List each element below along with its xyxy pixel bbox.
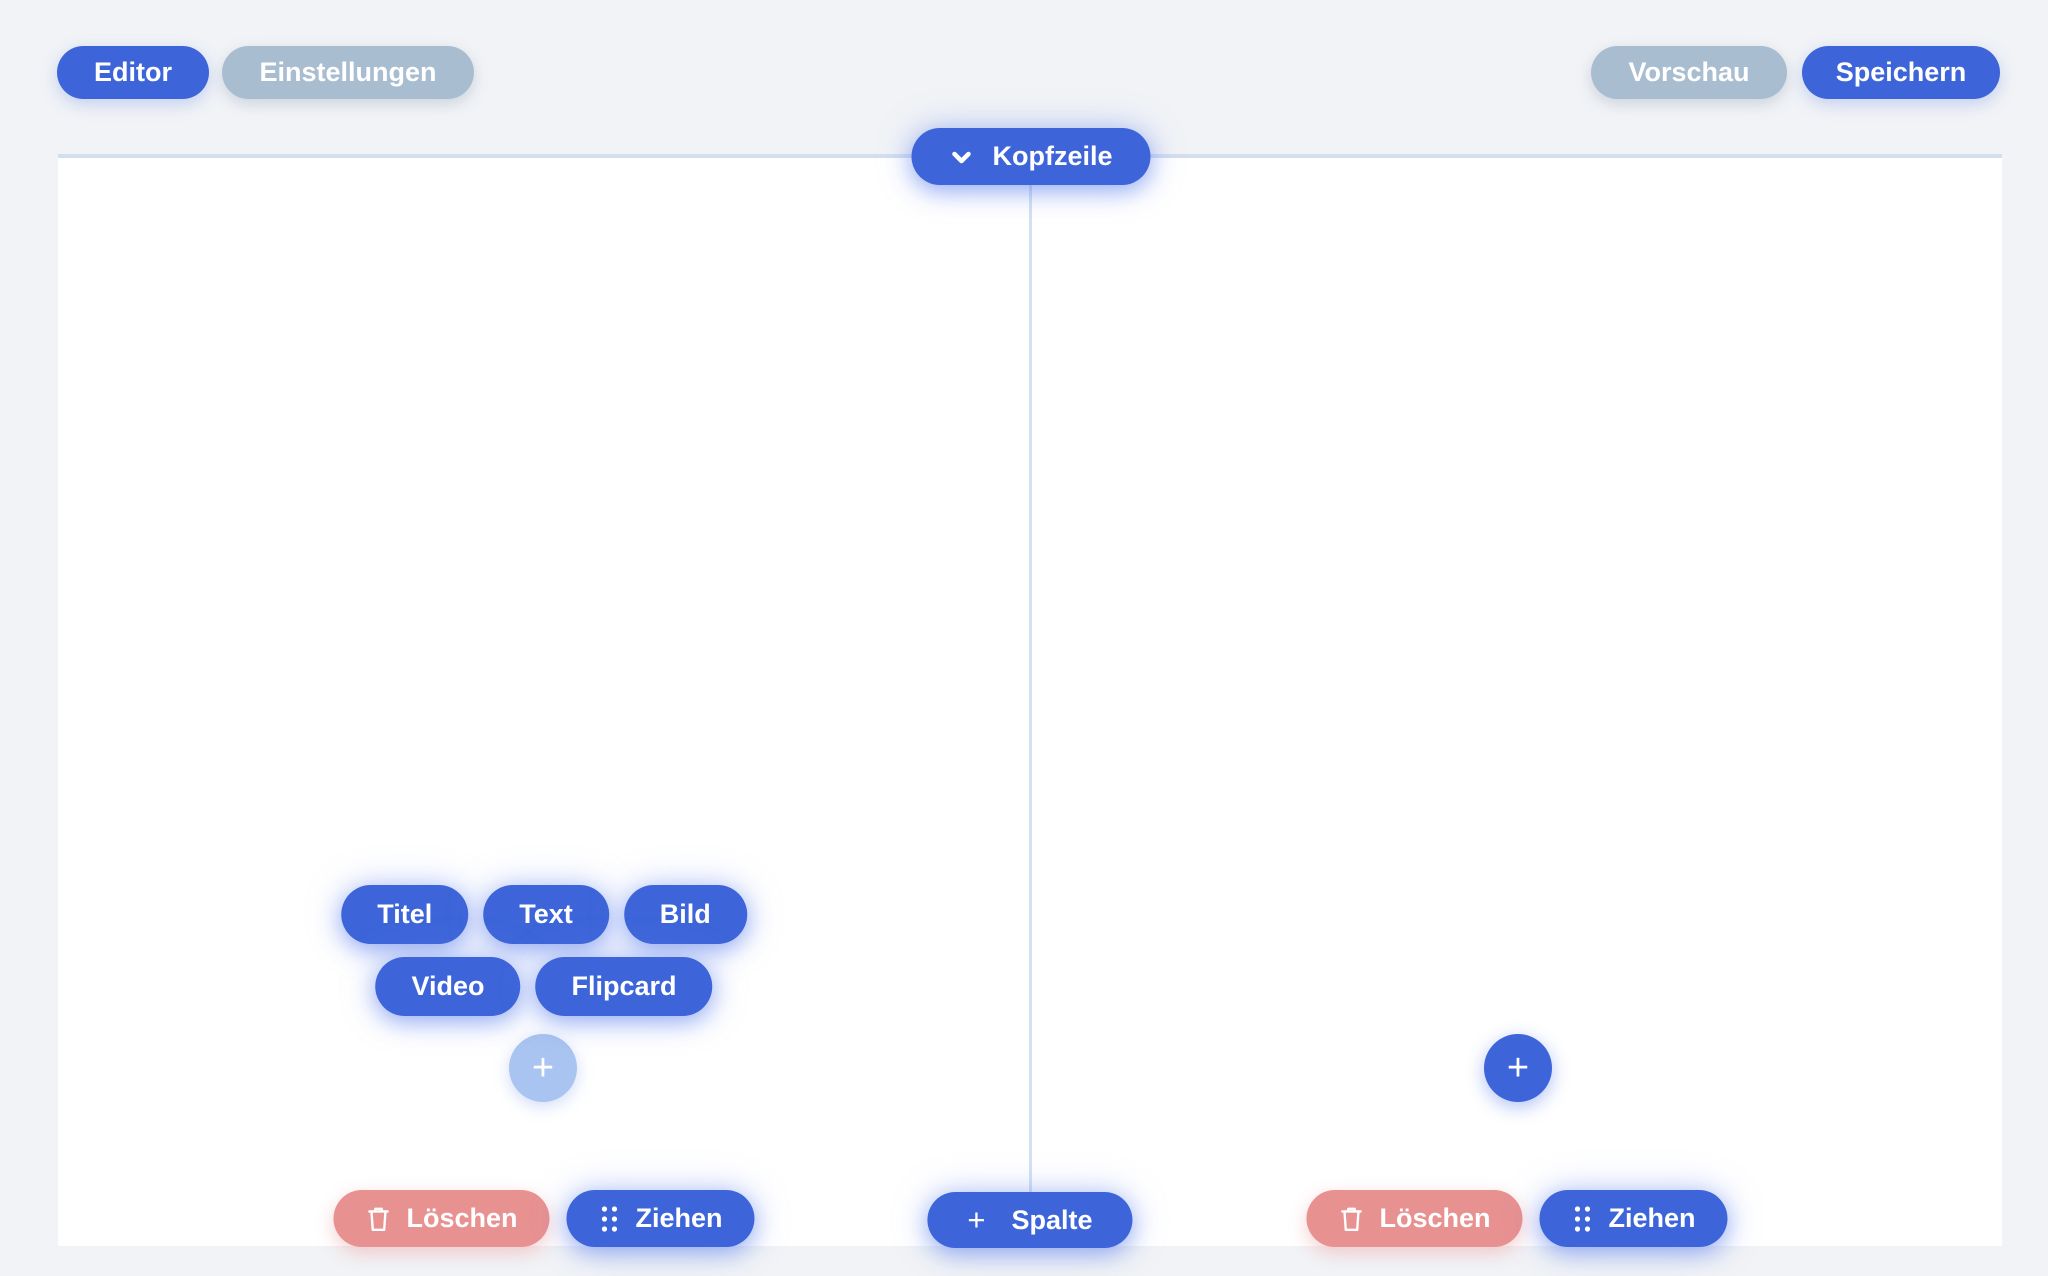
add-flipcard-block-button[interactable]: Flipcard: [535, 957, 713, 1016]
chevron-down-icon: [949, 145, 973, 169]
trash-icon: [1338, 1205, 1364, 1233]
add-block-button-column-1[interactable]: +: [509, 1034, 577, 1102]
header-section-toggle[interactable]: Kopfzeile: [911, 128, 1151, 185]
column-divider: [1029, 154, 1032, 1246]
plus-icon: +: [967, 1201, 986, 1237]
block-type-menu: Titel Text Bild Video Flipcard: [341, 885, 747, 1016]
add-title-block-button[interactable]: Titel: [341, 885, 469, 944]
plus-icon: +: [1506, 1047, 1530, 1089]
header-section-label: Kopfzeile: [992, 141, 1113, 171]
drag-column-1-button[interactable]: Ziehen: [566, 1190, 755, 1247]
delete-button-label: Löschen: [1379, 1203, 1491, 1233]
drag-column-2-button[interactable]: Ziehen: [1539, 1190, 1728, 1247]
add-column-button[interactable]: + Spalte: [927, 1192, 1133, 1248]
editor-tab[interactable]: Editor: [57, 46, 209, 99]
settings-tab[interactable]: Einstellungen: [222, 46, 474, 99]
drag-button-label: Ziehen: [635, 1203, 723, 1233]
save-button[interactable]: Speichern: [1802, 46, 2000, 99]
column-2-controls: Löschen Ziehen: [1306, 1190, 1728, 1247]
delete-column-2-button[interactable]: Löschen: [1306, 1190, 1523, 1247]
column-1-controls: Löschen Ziehen: [333, 1190, 755, 1247]
trash-icon: [365, 1205, 391, 1233]
plus-icon: +: [531, 1047, 555, 1089]
preview-button[interactable]: Vorschau: [1591, 46, 1787, 99]
block-menu-row: Titel Text Bild: [341, 885, 747, 944]
add-video-block-button[interactable]: Video: [375, 957, 521, 1016]
delete-button-label: Löschen: [406, 1203, 518, 1233]
add-text-block-button[interactable]: Text: [483, 885, 609, 944]
add-column-label: Spalte: [1011, 1204, 1093, 1235]
drag-handle-icon: [599, 1204, 621, 1234]
drag-handle-icon: [1572, 1204, 1594, 1234]
block-menu-row: Video Flipcard: [375, 957, 713, 1016]
delete-column-1-button[interactable]: Löschen: [333, 1190, 550, 1247]
drag-button-label: Ziehen: [1608, 1203, 1696, 1233]
add-block-button-column-2[interactable]: +: [1484, 1034, 1552, 1102]
add-image-block-button[interactable]: Bild: [623, 885, 747, 944]
